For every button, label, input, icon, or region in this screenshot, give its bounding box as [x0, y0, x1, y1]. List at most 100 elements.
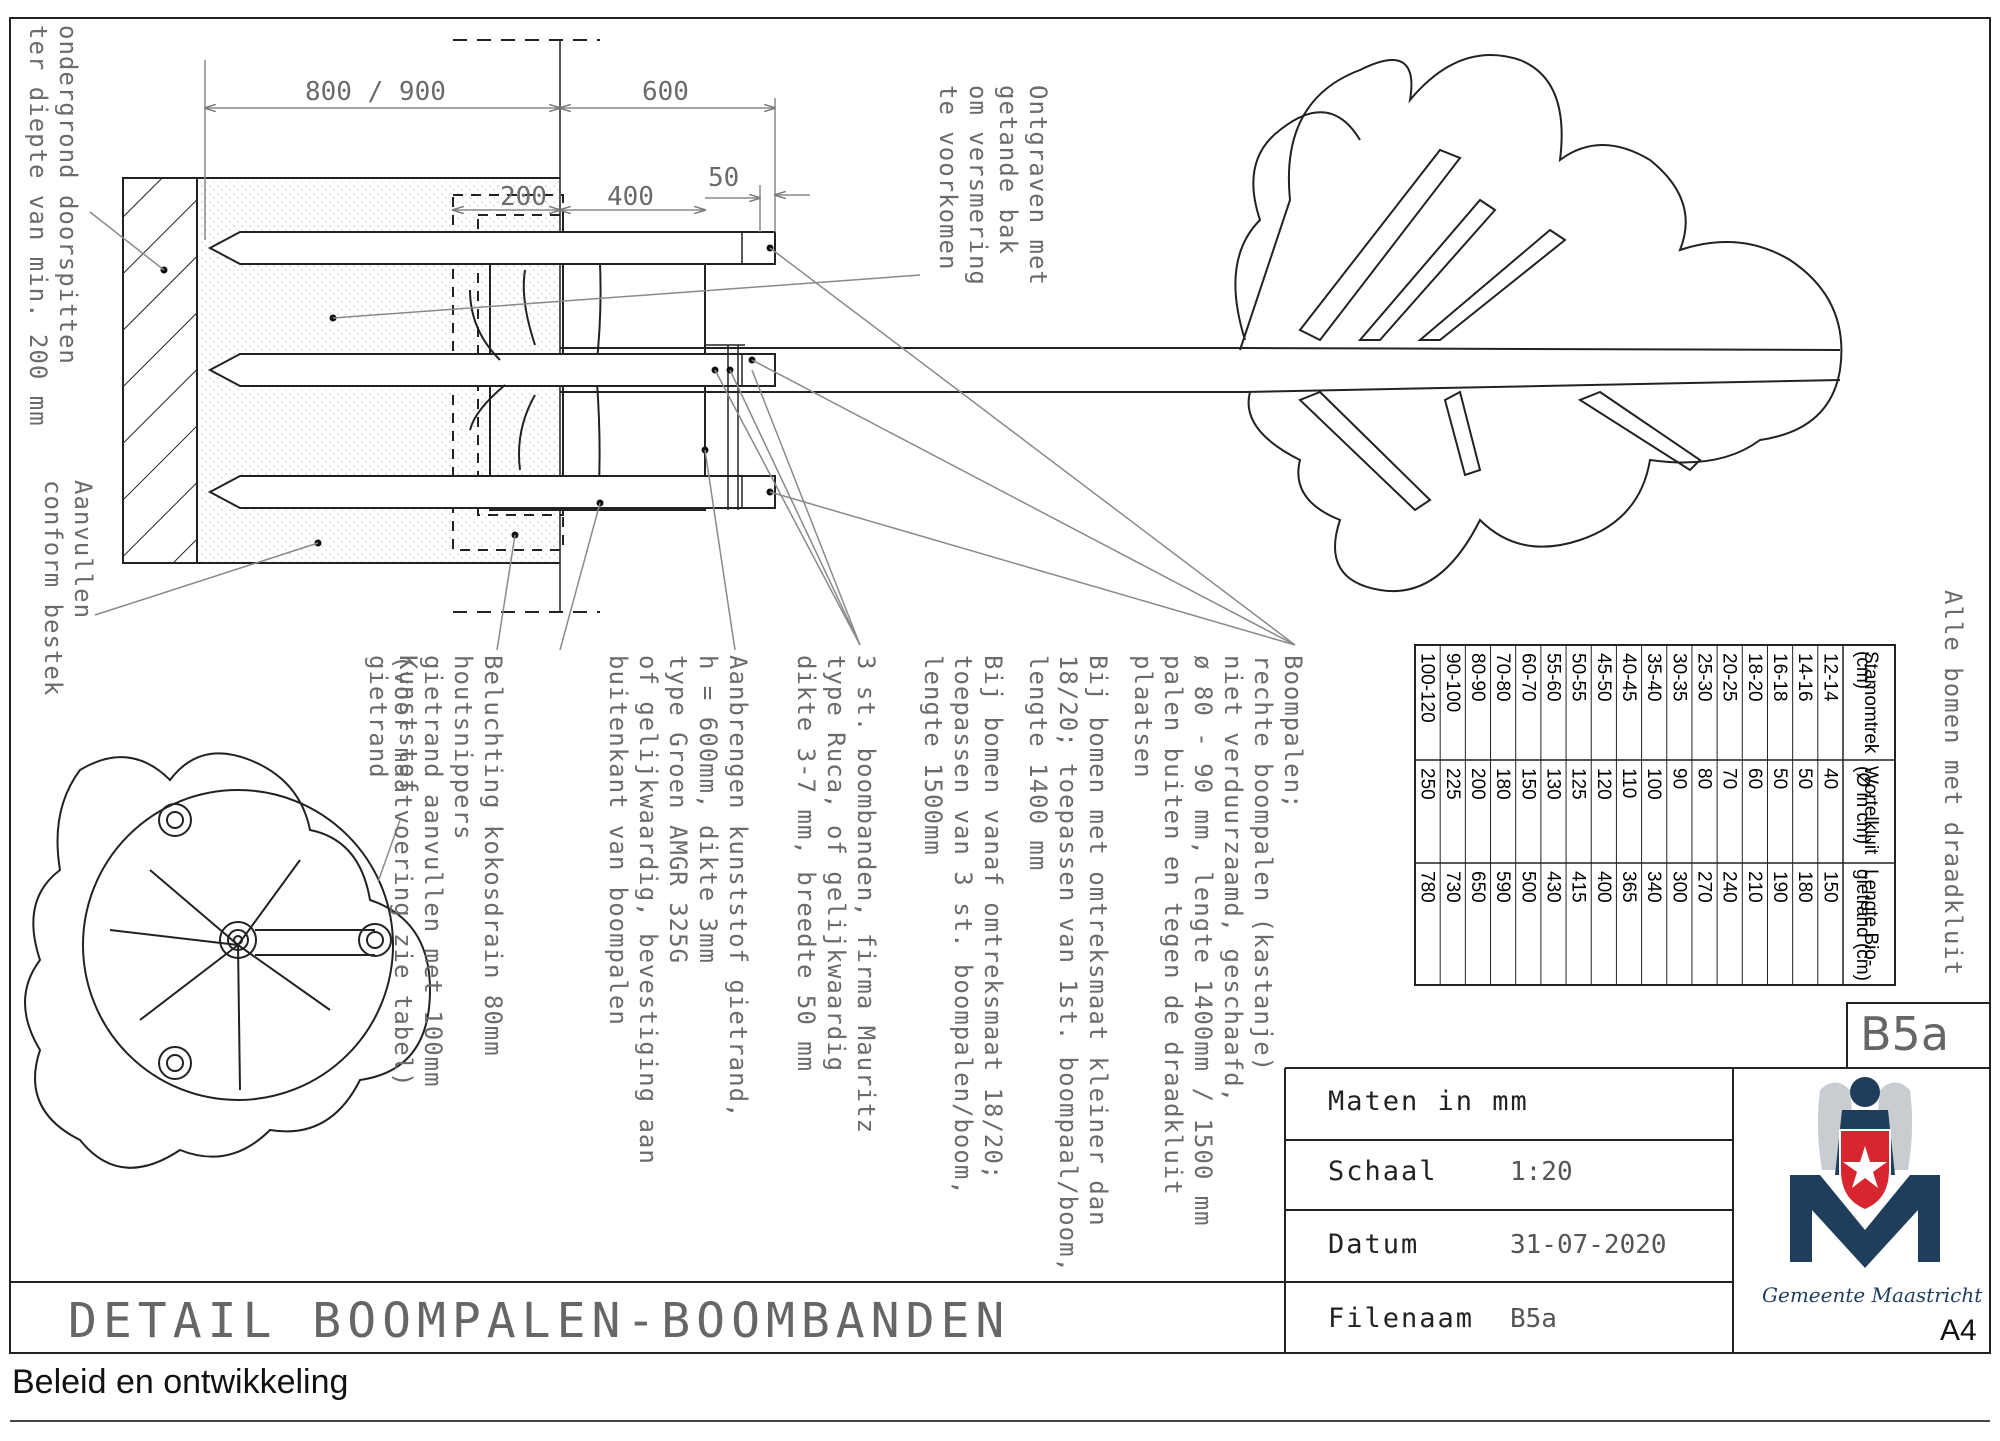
- table-cell: 30-35: [1668, 653, 1689, 702]
- svg-text:om versmering: om versmering: [964, 85, 992, 286]
- table-cell: 500: [1517, 871, 1538, 903]
- size-table: Stamomtrek(cm)Wortelkluit(Ø in cm)Lengte…: [1414, 644, 1896, 986]
- table-cell: 365: [1618, 871, 1639, 903]
- datum-value: 31-07-2020: [1510, 1230, 1667, 1260]
- table-cell: 35-40: [1643, 653, 1664, 702]
- table-cell: 25-30: [1694, 653, 1715, 702]
- note-boombanden: 3 st. boombanden, firma Mauritz type Ruc…: [792, 655, 880, 1134]
- paper-size: A4: [1940, 1314, 1977, 1347]
- table-header: Stamomtrek: [1860, 651, 1881, 754]
- table-cell: 415: [1568, 871, 1589, 903]
- title-block: [10, 1002, 1991, 1353]
- table-cell: 45-50: [1593, 653, 1614, 702]
- table-cell: 590: [1492, 871, 1513, 903]
- table-cell: 270: [1694, 871, 1715, 903]
- table-cell: 60-70: [1517, 653, 1538, 702]
- table-cell: 100: [1643, 768, 1664, 800]
- table-cell: 60: [1744, 768, 1765, 789]
- table-cell: 130: [1542, 768, 1563, 800]
- svg-text:Kunststof: Kunststof: [394, 655, 422, 794]
- table-cell: 80-90: [1467, 653, 1488, 702]
- table-cell: 430: [1542, 871, 1563, 903]
- table-cell: 225: [1442, 768, 1463, 800]
- svg-text:of gelijkwaardig, bevestiging: of gelijkwaardig, bevestiging aan: [634, 655, 662, 1165]
- table-cell: 240: [1719, 871, 1740, 903]
- section-view: [122, 39, 1245, 613]
- table-cell: 300: [1668, 871, 1689, 903]
- datum-label: Datum: [1328, 1229, 1419, 1260]
- table-cell: 90-100: [1442, 653, 1463, 712]
- table-header: (cm): [1852, 651, 1873, 689]
- table-cell: 14-16: [1794, 653, 1815, 702]
- sheet-frame: [9, 17, 1991, 1354]
- dim-200: 200: [500, 182, 547, 212]
- drawing-code-box: B5a: [1860, 1007, 1949, 1061]
- tree-outline: [1234, 54, 1843, 593]
- svg-text:houtsnippers: houtsnippers: [449, 655, 477, 840]
- table-cell: 650: [1467, 871, 1488, 903]
- svg-text:type Groen AMGR 325G: type Groen AMGR 325G: [664, 655, 692, 964]
- svg-text:ter diepte van min. 200 mm: ter diepte van min. 200 mm: [24, 25, 52, 427]
- svg-text:h = 600mm, dikte 3mm: h = 600mm, dikte 3mm: [694, 655, 722, 964]
- table-cell: 190: [1769, 871, 1790, 903]
- drawing-title: DETAIL BOOMPALEN-BOOMBANDEN: [68, 1293, 1010, 1349]
- table-cell: 210: [1744, 871, 1765, 903]
- svg-text:Bij bomen vanaf omtreksmaat 18: Bij bomen vanaf omtreksmaat 18/20;: [979, 655, 1007, 1180]
- schaal-label: Schaal: [1328, 1156, 1438, 1187]
- dim-50: 50: [708, 163, 739, 193]
- maten-label: Maten in mm: [1328, 1086, 1529, 1117]
- table-cell: 780: [1417, 871, 1438, 903]
- table-cell: 200: [1467, 768, 1488, 800]
- table-cell: 40: [1819, 768, 1840, 789]
- filenaam-label: Filenaam: [1328, 1303, 1474, 1334]
- filenaam-value: B5a: [1510, 1304, 1557, 1334]
- table-cell: 12-14: [1819, 653, 1840, 702]
- table-cell: 18-20: [1744, 653, 1765, 702]
- svg-text:gietrand aanvullen met 100mm: gietrand aanvullen met 100mm: [419, 655, 447, 1088]
- svg-text:ondergrond doorspitten: ondergrond doorspitten: [54, 25, 82, 365]
- note-boompalen: Boompalen; rechte boompalen (kastanje) n…: [919, 655, 1307, 1273]
- note-gietrand: Aanbrengen kunststof gietrand, h = 600mm…: [604, 655, 752, 1165]
- svg-text:Ontgraven met: Ontgraven met: [1024, 85, 1052, 286]
- table-cell: 70: [1719, 768, 1740, 789]
- svg-text:toepassen van 3 st. boompalen/: toepassen van 3 st. boompalen/boom,: [949, 655, 977, 1196]
- note-aanvullen: Aanvullen conform bestek: [39, 480, 97, 696]
- dim-400: 400: [607, 182, 654, 212]
- table-cell: 180: [1492, 768, 1513, 800]
- schaal-value: 1:20: [1510, 1157, 1573, 1187]
- table-cell: 55-60: [1542, 653, 1563, 702]
- svg-text:ø 80 - 90 mm, lengte 1400mm /: ø 80 - 90 mm, lengte 1400mm / 1500 mm: [1189, 655, 1217, 1227]
- table-cell: 120: [1593, 768, 1614, 800]
- table-cell: 70-80: [1492, 653, 1513, 702]
- table-cell: 50: [1794, 768, 1815, 789]
- table-header: Lengte Bio-: [1860, 869, 1881, 966]
- svg-text:3 st. boombanden, firma Maurit: 3 st. boombanden, firma Mauritz: [852, 655, 880, 1134]
- footer-divider: [10, 1420, 1990, 1422]
- note-ondergrond: ondergrond doorspitten ter diepte van mi…: [24, 25, 82, 427]
- table-cell: 40-45: [1618, 653, 1639, 702]
- svg-text:plaatsen: plaatsen: [1129, 655, 1157, 779]
- dim-600: 600: [642, 77, 689, 107]
- table-cell: 16-18: [1769, 653, 1790, 702]
- svg-text:dikte 3-7 mm, breedte 50 mm: dikte 3-7 mm, breedte 50 mm: [792, 655, 820, 1072]
- svg-text:lengte 1500mm: lengte 1500mm: [919, 655, 947, 856]
- table-cell: 90: [1668, 768, 1689, 789]
- svg-text:te voorkomen: te voorkomen: [934, 85, 962, 270]
- table-cell: 730: [1442, 871, 1463, 903]
- svg-text:Beluchting kokosdrain 80mm: Beluchting kokosdrain 80mm: [479, 655, 507, 1057]
- svg-text:Aanvullen: Aanvullen: [69, 480, 97, 619]
- table-cell: 20-25: [1719, 653, 1740, 702]
- svg-text:conform bestek: conform bestek: [39, 480, 67, 696]
- note-kunststof: Kunststof gietrand: [364, 655, 422, 794]
- table-cell: 400: [1593, 871, 1614, 903]
- table-cell: 250: [1417, 768, 1438, 800]
- note-ontgraven: Ontgraven met getande bak om versmering …: [934, 85, 1052, 286]
- dim-800-900: 800 / 900: [305, 77, 446, 107]
- org-name: Gemeente Maastricht: [1762, 1283, 1983, 1307]
- svg-text:lengte 1400 mm: lengte 1400 mm: [1024, 655, 1052, 871]
- svg-text:getande bak: getande bak: [994, 85, 1022, 255]
- svg-text:Boompalen;: Boompalen;: [1279, 655, 1307, 810]
- table-cell: 340: [1643, 871, 1664, 903]
- note-draadkluit: Alle bomen met draadkluit: [1939, 590, 1967, 976]
